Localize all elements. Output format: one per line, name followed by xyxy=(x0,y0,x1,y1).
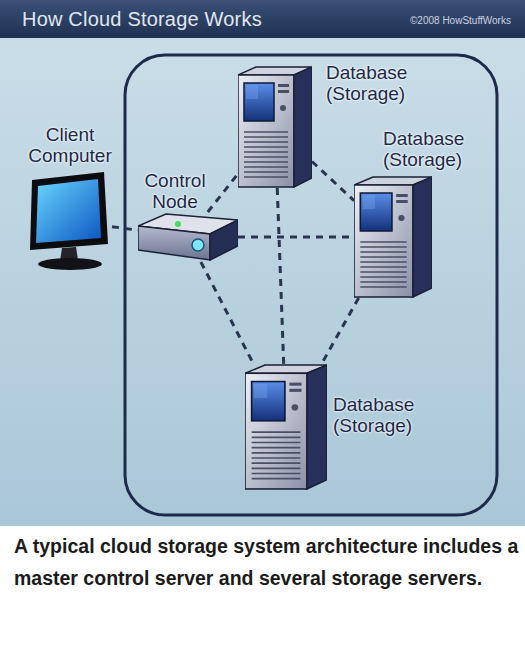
dashed-link xyxy=(321,298,358,364)
caption: A typical cloud storage system architect… xyxy=(14,530,519,594)
system-boundary xyxy=(125,55,497,515)
node-label: Database (Storage) xyxy=(383,128,503,170)
control-node-icon xyxy=(138,212,238,262)
dashed-link xyxy=(208,174,238,212)
client-computer: Client Computer xyxy=(28,170,112,272)
node-label: Database (Storage) xyxy=(333,394,453,436)
node-label: Database (Storage) xyxy=(326,62,446,104)
copyright-note: ©2008 HowStuffWorks xyxy=(410,15,511,26)
diagram-stage: Client ComputerControl NodeDatabase (Sto… xyxy=(0,0,525,526)
dashed-link xyxy=(238,236,354,239)
storage-server-shape xyxy=(245,365,327,489)
client-computer-shape xyxy=(30,172,108,270)
control-node-shape xyxy=(138,214,238,260)
control-node: Control Node xyxy=(138,212,238,262)
storage-server: Database (Storage) xyxy=(245,364,327,490)
node-label: Client Computer xyxy=(6,124,134,166)
title: How Cloud Storage Works xyxy=(22,8,262,31)
dashed-link xyxy=(201,262,254,364)
storage-server: Database (Storage) xyxy=(238,66,312,188)
storage-server: Database (Storage) xyxy=(354,176,432,298)
header-bar: How Cloud Storage Works ©2008 HowStuffWo… xyxy=(0,0,525,38)
client-computer-icon xyxy=(28,170,112,272)
dashed-link xyxy=(312,161,354,200)
storage-server-icon xyxy=(354,176,432,298)
dashed-link xyxy=(277,188,283,364)
node-label: Control Node xyxy=(130,170,220,212)
storage-server-icon xyxy=(238,66,312,188)
dashed-link xyxy=(112,227,138,231)
storage-server-icon xyxy=(245,364,327,490)
storage-server-shape xyxy=(354,177,432,297)
storage-server-shape xyxy=(238,67,312,187)
